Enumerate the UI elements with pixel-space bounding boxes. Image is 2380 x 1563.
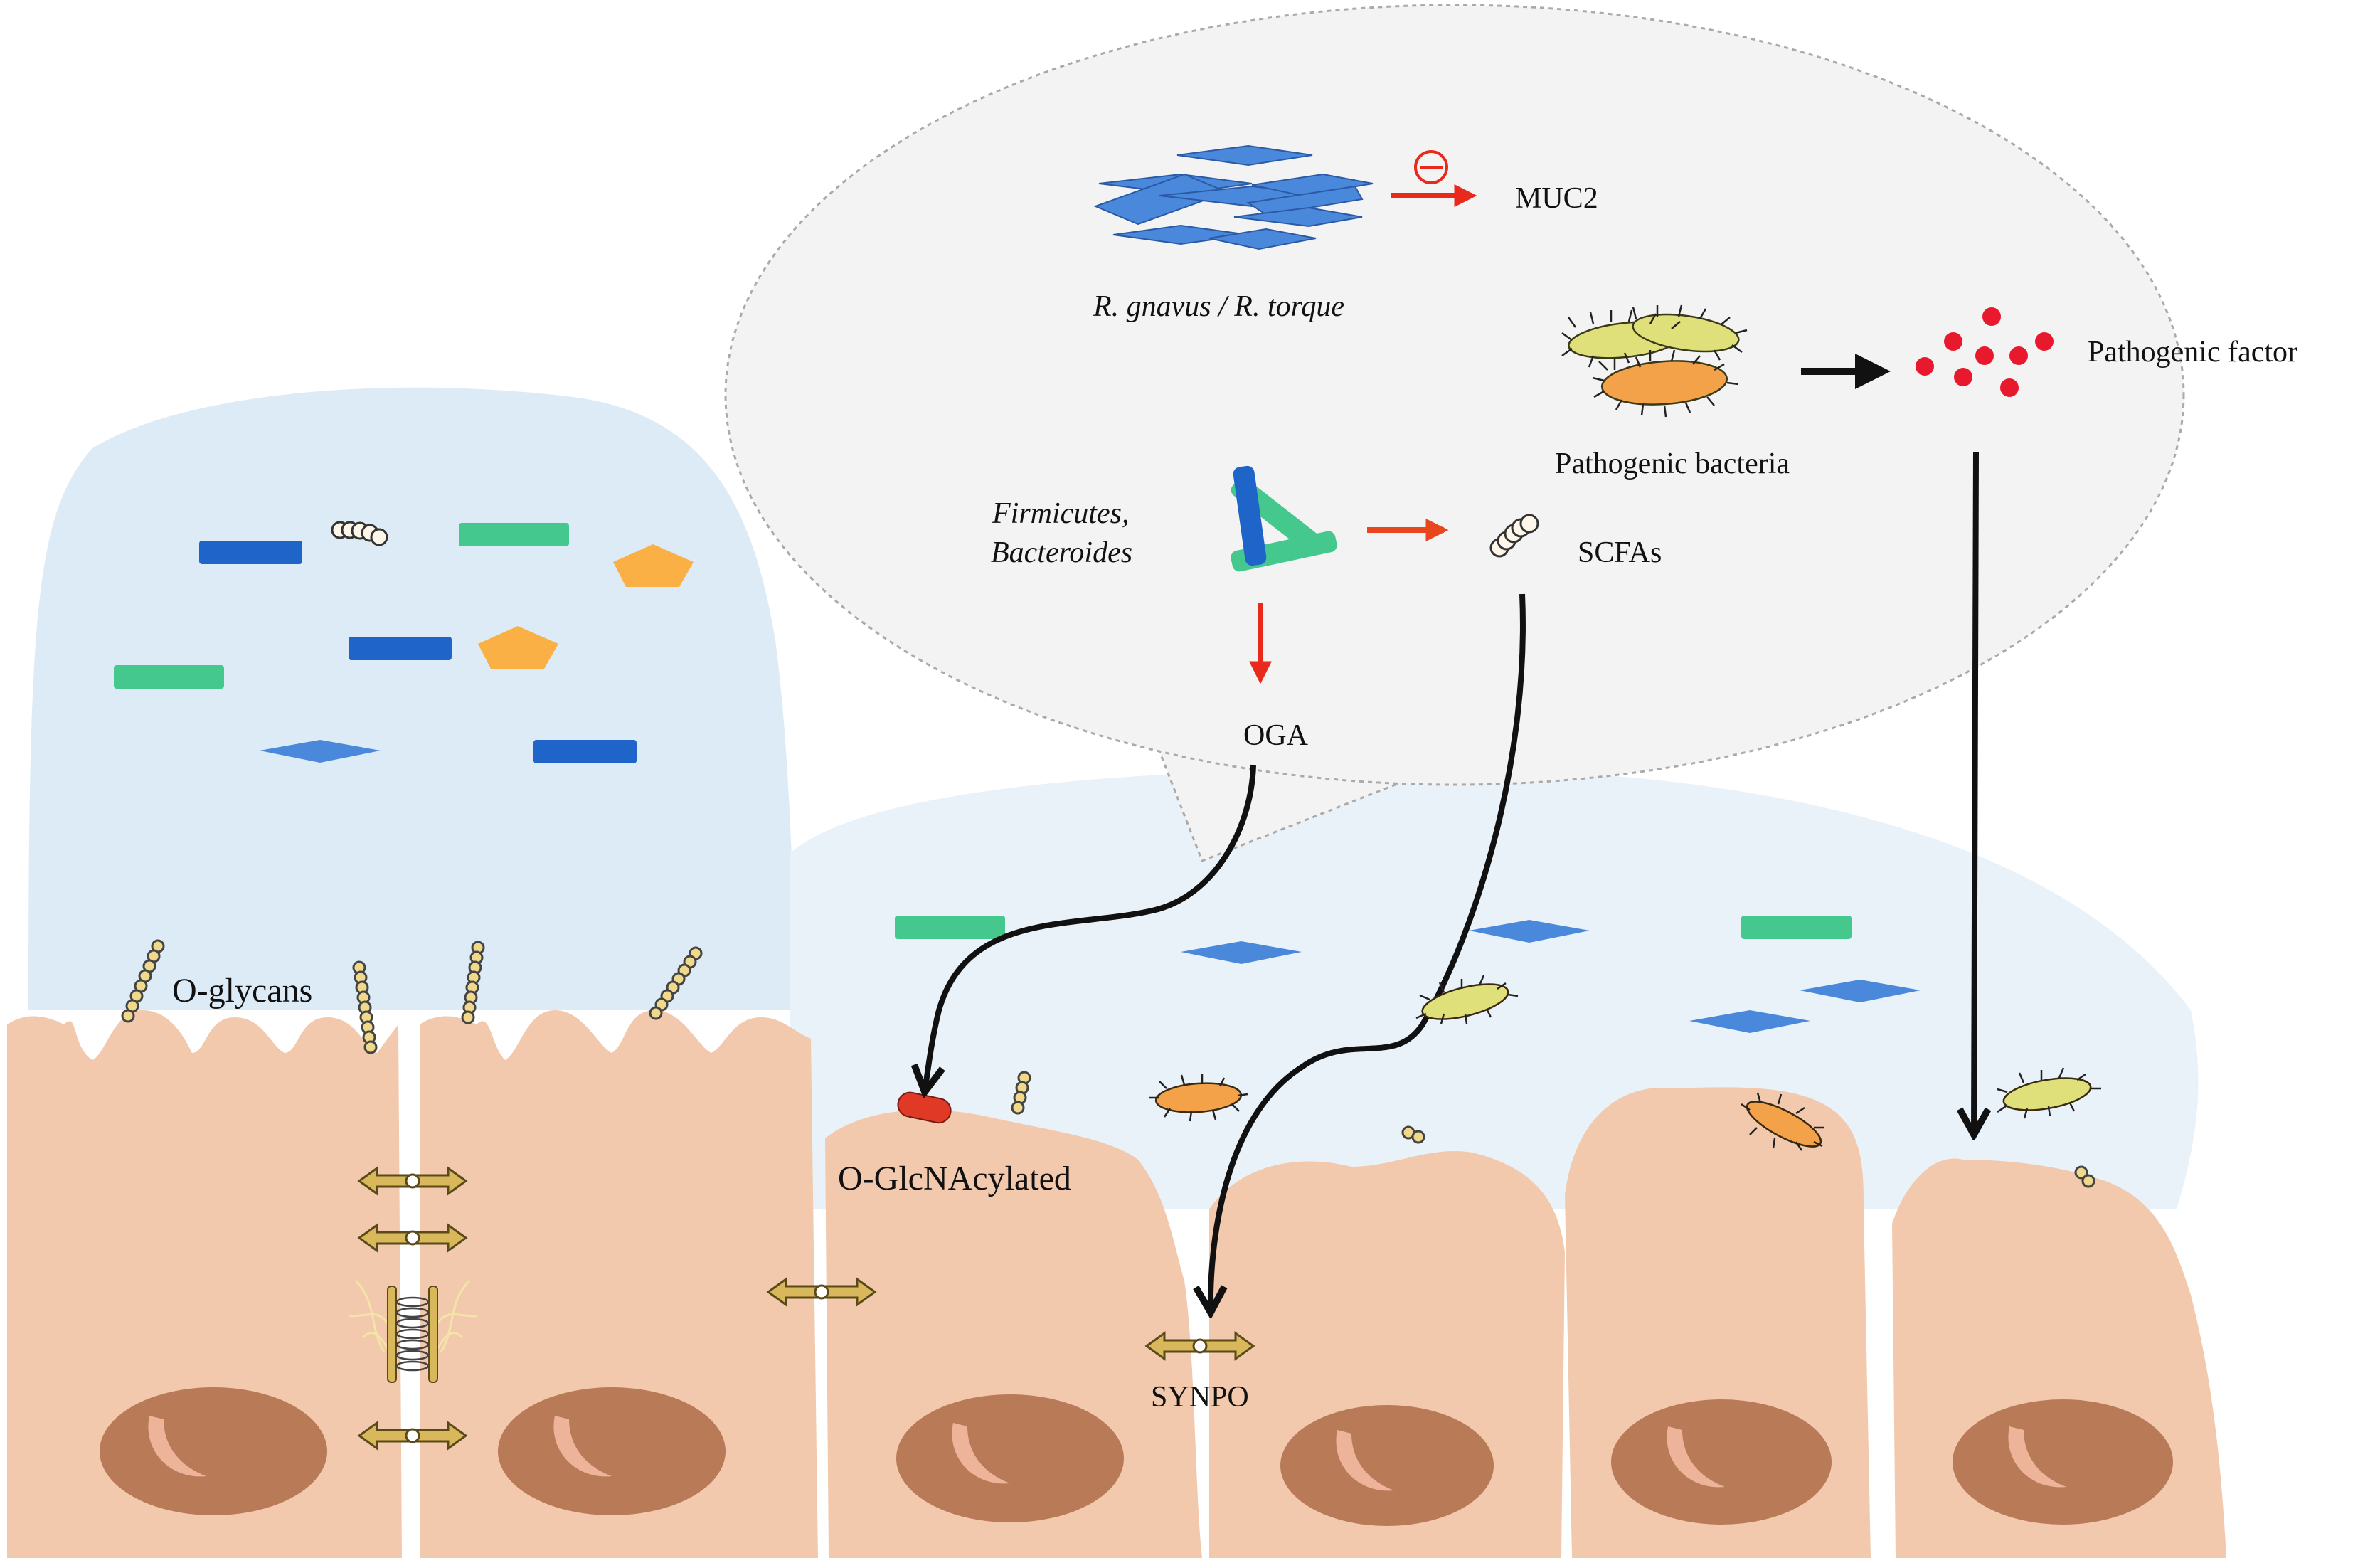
o-glycan-chains bbox=[121, 939, 2095, 1188]
r-gnavus-bacteria-icon bbox=[1093, 144, 1374, 250]
glycan-chain-icon bbox=[352, 960, 378, 1054]
arrow-icon bbox=[925, 764, 1256, 1092]
nucleus bbox=[896, 1394, 1124, 1522]
tight-junction-icon bbox=[357, 1223, 468, 1253]
label-synpo: SYNPO bbox=[1151, 1381, 1249, 1414]
firmicutes-bacteroides-icon bbox=[1231, 465, 1337, 572]
label-firmicutes: Firmicutes, bbox=[992, 497, 1129, 530]
label-bacteroides: Bacteroides bbox=[991, 536, 1132, 569]
green-rectangle-molecule bbox=[114, 665, 224, 689]
arrow-icon bbox=[1211, 593, 1526, 1313]
nucleus bbox=[498, 1387, 726, 1515]
glycan-chain-icon bbox=[121, 939, 165, 1023]
scfa-cluster-icon bbox=[1489, 514, 1539, 558]
pathogenic-bacteria-icon bbox=[1561, 304, 1748, 418]
blue-rectangle-molecule bbox=[349, 637, 452, 660]
label-oga: OGA bbox=[1243, 719, 1309, 752]
tight-junction-icon bbox=[1144, 1331, 1255, 1361]
label-muc2: MUC2 bbox=[1515, 182, 1598, 215]
desmosome-icon bbox=[348, 1279, 477, 1383]
glycan-chain-icon bbox=[461, 941, 485, 1024]
nucleolus bbox=[553, 1416, 612, 1477]
tight-junction-icon bbox=[766, 1277, 877, 1307]
nucleus bbox=[1611, 1399, 1832, 1525]
glycan-chain-icon bbox=[1011, 1071, 1031, 1115]
nucleus bbox=[1280, 1405, 1494, 1526]
pathogenic-bacteria-icon bbox=[1149, 975, 2101, 1151]
green-rectangle-molecule bbox=[895, 916, 1005, 939]
label-o-glycans: O-glycans bbox=[172, 972, 312, 1010]
orange-pentagon-molecule bbox=[613, 544, 694, 587]
inhibition-icon bbox=[1414, 150, 1448, 184]
blue-rectangle-molecule bbox=[199, 541, 302, 564]
diamond-molecule bbox=[1469, 920, 1590, 943]
label-r-gnavus: R. gnavus / R. torque bbox=[1093, 290, 1344, 323]
glycan-chain-icon bbox=[1401, 1125, 1425, 1144]
nucleolus bbox=[952, 1423, 1010, 1484]
mucus-molecules bbox=[114, 521, 1921, 1033]
nuclei bbox=[100, 1387, 2173, 1526]
label-o-glcnacylated: O-GlcNAcylated bbox=[838, 1160, 1071, 1197]
inner-mucus-layer bbox=[28, 387, 797, 1010]
scfa-cluster-icon bbox=[331, 521, 388, 546]
tight-junctions bbox=[357, 1166, 1255, 1451]
label-pathogenic-factor: Pathogenic factor bbox=[2088, 336, 2297, 369]
arrow-icon bbox=[1974, 451, 1976, 1135]
label-scfas: SCFAs bbox=[1578, 536, 1662, 569]
nucleus bbox=[100, 1387, 327, 1515]
glycan-chain-icon bbox=[649, 946, 703, 1020]
diamond-molecule bbox=[1800, 980, 1921, 1002]
callout-bubble bbox=[724, 4, 2185, 786]
tight-junction-icon bbox=[357, 1166, 468, 1196]
diamond-molecule bbox=[1689, 1010, 1810, 1033]
orange-pentagon-molecule bbox=[478, 626, 558, 669]
diamond-molecule bbox=[1181, 941, 1302, 964]
tight-junction-icon bbox=[357, 1421, 468, 1451]
nucleolus bbox=[2008, 1426, 2066, 1488]
nucleus bbox=[1953, 1399, 2173, 1525]
pathogenic-factor-icon bbox=[1916, 307, 2054, 397]
glycan-chain-icon bbox=[2074, 1165, 2095, 1188]
blue-rectangle-molecule bbox=[533, 740, 637, 763]
label-pathogenic-bacteria: Pathogenic bacteria bbox=[1555, 447, 1790, 480]
nucleolus bbox=[1667, 1426, 1725, 1488]
diamond-molecule bbox=[260, 740, 381, 763]
nucleolus bbox=[1336, 1430, 1394, 1491]
green-rectangle-molecule bbox=[459, 523, 569, 546]
nucleolus bbox=[148, 1416, 206, 1477]
green-rectangle-molecule bbox=[1741, 916, 1852, 939]
